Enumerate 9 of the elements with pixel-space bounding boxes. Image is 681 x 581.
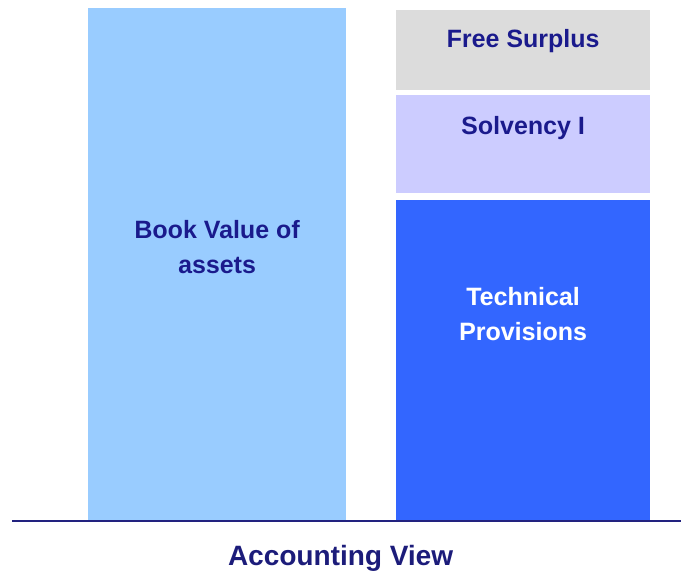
bar-segment xyxy=(396,95,650,193)
segment-label: Technical Provisions xyxy=(458,282,588,348)
segment-label: Book Value of assets xyxy=(133,215,301,281)
segment-label: Free Surplus xyxy=(446,24,600,55)
bar-segment xyxy=(88,8,346,521)
bar-segment xyxy=(396,200,650,521)
caption: Accounting View xyxy=(226,540,454,572)
bar-segment xyxy=(396,10,650,90)
segment-label: Solvency I xyxy=(461,111,585,142)
